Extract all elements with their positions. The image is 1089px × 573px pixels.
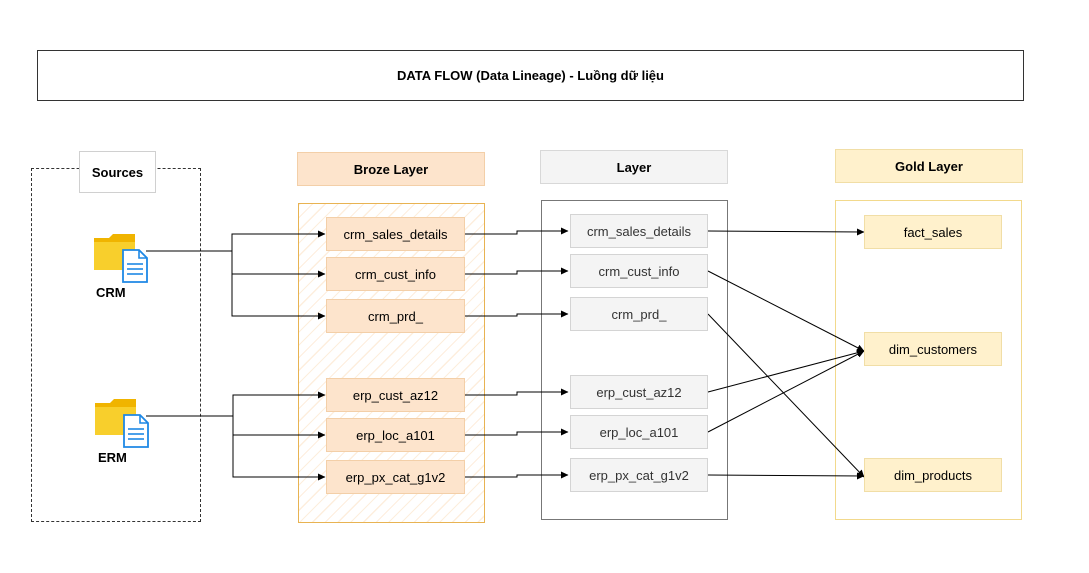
- edge-silver-cust-az12-to-dim-customers: [707, 349, 865, 393]
- silver-node-crm-prd: crm_prd_: [570, 297, 708, 331]
- edge-silver-to-fact-sales: [707, 228, 865, 236]
- edge-crm-to-crm-cust-info: [231, 251, 326, 278]
- crm-folder-icon: [93, 232, 149, 284]
- silver-node-crm-cust-info: crm_cust_info: [570, 254, 708, 288]
- edge-erm-to-erp-px-cat: [232, 416, 326, 481]
- gold-node-dim-products: dim_products: [864, 458, 1002, 492]
- bronze-node-crm-cust-info: crm_cust_info: [326, 257, 465, 291]
- edge-bronze-to-silver-prd: [465, 310, 569, 318]
- silver-node-erp-px-cat-g1v2: erp_px_cat_g1v2: [570, 458, 708, 492]
- source-crm-label: CRM: [96, 285, 126, 300]
- bronze-node-erp-cust-az12: erp_cust_az12: [326, 378, 465, 412]
- erm-folder-icon: [94, 397, 150, 449]
- bronze-node-erp-loc-a101: erp_loc_a101: [326, 418, 465, 452]
- edge-silver-loc-to-dim-customers: [707, 350, 865, 433]
- gold-layer-label: Gold Layer: [835, 149, 1023, 183]
- edge-crm-to-crm-sales-details: [146, 230, 326, 252]
- edge-bronze-to-silver-cust: [465, 267, 569, 275]
- edge-silver-prd-to-dim-products: [707, 313, 865, 478]
- edge-erm-to-erp-loc-a101: [232, 416, 326, 439]
- gold-node-fact-sales: fact_sales: [864, 215, 1002, 249]
- bronze-layer-label: Broze Layer: [297, 152, 485, 186]
- source-erm-label: ERM: [98, 450, 127, 465]
- edge-bronze-to-silver-px-cat: [465, 471, 569, 479]
- edge-bronze-to-silver-loc: [465, 428, 569, 436]
- bronze-node-crm-prd: crm_prd_: [326, 299, 465, 333]
- silver-node-crm-sales-details: crm_sales_details: [570, 214, 708, 248]
- edge-bronze-to-silver-sales: [465, 227, 569, 235]
- edge-bronze-to-silver-cust-az12: [465, 388, 569, 396]
- sources-label: Sources: [79, 151, 156, 193]
- bronze-node-crm-sales-details: crm_sales_details: [326, 217, 465, 251]
- silver-node-erp-cust-az12: erp_cust_az12: [570, 375, 708, 409]
- edge-silver-px-cat-to-dim-products: [707, 472, 865, 480]
- silver-layer-label: Layer: [540, 150, 728, 184]
- edge-crm-to-crm-prd: [231, 251, 326, 320]
- bronze-node-erp-px-cat-g1v2: erp_px_cat_g1v2: [326, 460, 465, 494]
- silver-node-erp-loc-a101: erp_loc_a101: [570, 415, 708, 449]
- gold-node-dim-customers: dim_customers: [864, 332, 1002, 366]
- edge-erm-to-erp-cust-az12: [146, 391, 326, 417]
- diagram-title: DATA FLOW (Data Lineage) - Luồng dữ liệu: [37, 50, 1024, 101]
- edge-silver-cust-to-dim-customers: [707, 270, 865, 352]
